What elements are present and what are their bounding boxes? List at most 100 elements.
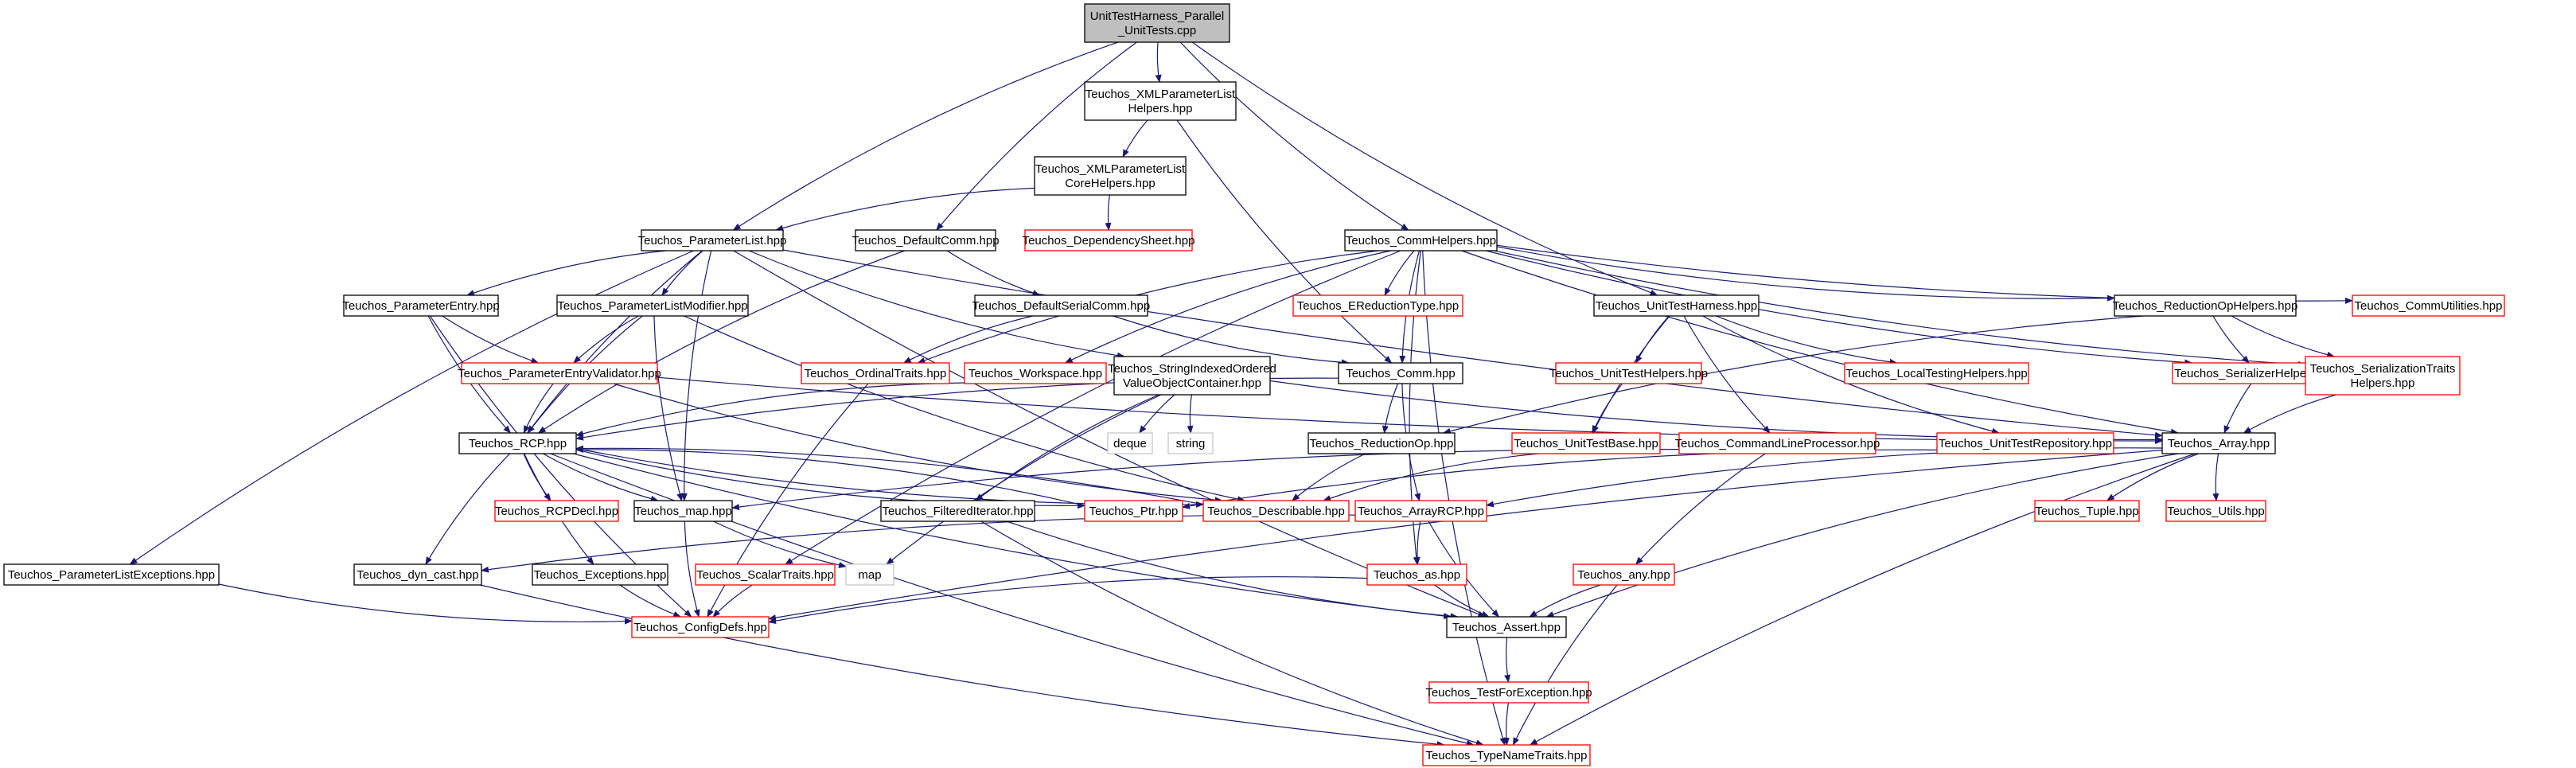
node-commhelpers[interactable]: Teuchos_CommHelpers.hpp [1344,229,1498,251]
node-box-mapstd [845,563,894,586]
node-box-xmlcore [1034,156,1187,196]
node-pev[interactable]: Teuchos_ParameterEntryValidator.hpp [458,362,661,384]
node-box-root [1084,3,1230,43]
node-as[interactable]: Teuchos_as.hpp [1366,563,1467,586]
node-reductionop[interactable]: Teuchos_ReductionOp.hpp [1307,432,1456,454]
node-label-comm-0: Teuchos_Comm.hpp [1346,367,1456,380]
edge-reductionophelpers-to-serializationtraits [2231,315,2336,358]
node-testforexception[interactable]: Teuchos_TestForException.hpp [1425,681,1592,704]
node-root[interactable]: UnitTestHarness_Parallel_UnitTests.cpp [1084,3,1230,43]
node-box-cmdline [1678,432,1876,454]
node-any[interactable]: Teuchos_any.hpp [1572,563,1675,586]
node-paramlist[interactable]: Teuchos_ParameterList.hpp [638,229,787,251]
edge-array-to-tuple [2106,453,2199,501]
node-configdefs[interactable]: Teuchos_ConfigDefs.hpp [631,616,770,638]
node-workspace[interactable]: Teuchos_Workspace.hpp [964,362,1107,384]
node-label-ordinaltraits-0: Teuchos_OrdinalTraits.hpp [805,367,947,380]
node-paramentry[interactable]: Teuchos_ParameterEntry.hpp [342,294,500,317]
node-label-serializationtraits-0: Teuchos_SerializationTraits [2310,362,2456,376]
node-label-cmdline-0: Teuchos_CommandLineProcessor.hpp [1675,437,1880,450]
node-plmodifier[interactable]: Teuchos_ParameterListModifier.hpp [556,294,749,317]
edge-paramlist-to-map [680,250,712,501]
node-depsheet[interactable]: Teuchos_DependencySheet.hpp [1023,229,1195,251]
node-box-tuple [2034,500,2140,522]
edge-reductionophelpers-to-serializerhelpers [2212,315,2250,364]
node-box-paramlist [641,229,784,251]
node-string[interactable]: string [1167,432,1214,454]
node-unittestrepo[interactable]: Teuchos_UnitTestRepository.hpp [1936,432,2114,454]
node-localtesting[interactable]: Teuchos_LocalTestingHelpers.hpp [1844,362,2029,384]
node-box-testforexception [1428,681,1589,704]
node-label-dyncast-0: Teuchos_dyn_cast.hpp [357,568,478,582]
node-defaultcomm[interactable]: Teuchos_DefaultComm.hpp [852,229,1000,251]
edge-rcp-to-map [543,453,659,502]
node-label-describable-0: Teuchos_Describable.hpp [1207,505,1345,518]
node-box-assert [1446,616,1567,638]
node-label-stringindexed-0: Teuchos_StringIndexedOrdered [1108,362,1276,376]
node-stringindexed[interactable]: Teuchos_StringIndexedOrderedValueObjectC… [1108,356,1276,396]
node-unittestharness[interactable]: Teuchos_UnitTestHarness.hpp [1593,294,1760,317]
node-cmdline[interactable]: Teuchos_CommandLineProcessor.hpp [1675,432,1880,454]
edge-stringindexed-to-deque [1139,394,1175,434]
node-array[interactable]: Teuchos_Array.hpp [2161,432,2276,454]
edge-root-to-commhelpers [1179,41,1409,231]
node-dyncast[interactable]: Teuchos_dyn_cast.hpp [353,563,482,586]
node-label-xmlcore-0: Teuchos_XMLParameterList [1035,162,1186,176]
node-typenametraits[interactable]: Teuchos_TypeNameTraits.hpp [1422,744,1591,766]
node-assert[interactable]: Teuchos_Assert.hpp [1446,616,1567,638]
edge-unittestrepo-to-ptr [1182,449,1938,509]
node-box-serializationtraits [2305,356,2461,396]
edge-paramlist-to-plexceptions [129,250,694,565]
node-label-reductionophelpers-0: Teuchos_ReductionOpHelpers.hpp [2113,299,2298,313]
node-ptr[interactable]: Teuchos_Ptr.hpp [1084,500,1183,522]
node-label-pev-0: Teuchos_ParameterEntryValidator.hpp [458,367,661,380]
node-label-root-1: _UnitTests.cpp [1117,24,1196,37]
nodes-layer: UnitTestHarness_Parallel_UnitTests.cppTe… [3,3,2505,766]
node-tuple[interactable]: Teuchos_Tuple.hpp [2034,500,2140,522]
node-arrayrcp[interactable]: Teuchos_ArrayRCP.hpp [1354,500,1487,522]
node-mapstd[interactable]: map [845,563,894,586]
node-ereduction[interactable]: Teuchos_EReductionType.hpp [1292,294,1463,317]
node-box-filtered [880,500,1035,522]
edge-stringindexed-to-mapstd [886,394,1162,565]
node-describable[interactable]: Teuchos_Describable.hpp [1202,500,1350,522]
node-rcpdecl[interactable]: Teuchos_RCPDecl.hpp [494,500,619,522]
edge-map-to-configdefs [684,520,700,618]
node-rcp[interactable]: Teuchos_RCP.hpp [458,432,577,454]
edge-testforexception-to-typenametraits [1502,702,1510,746]
edge-commhelpers-to-serializerhelpers [1486,250,2193,366]
node-label-paramentry-0: Teuchos_ParameterEntry.hpp [342,299,499,313]
node-box-array [2161,432,2276,454]
node-defaultserialcomm[interactable]: Teuchos_DefaultSerialComm.hpp [972,294,1150,317]
node-label-ereduction-0: Teuchos_EReductionType.hpp [1297,299,1459,313]
node-unittesthelpers[interactable]: Teuchos_UnitTestHelpers.hpp [1549,362,1708,384]
edge-rcp-to-dyncast [425,453,511,565]
node-box-unittesthelpers [1555,362,1702,384]
node-map[interactable]: Teuchos_map.hpp [633,500,733,522]
node-ordinaltraits[interactable]: Teuchos_OrdinalTraits.hpp [801,362,950,384]
node-label-commhelpers-0: Teuchos_CommHelpers.hpp [1346,234,1496,248]
node-plexceptions[interactable]: Teuchos_ParameterListExceptions.hpp [3,563,220,586]
node-box-arrayrcp [1354,500,1487,522]
node-comm[interactable]: Teuchos_Comm.hpp [1338,362,1463,384]
node-filtered[interactable]: Teuchos_FilteredIterator.hpp [880,500,1035,522]
node-utils[interactable]: Teuchos_Utils.hpp [2165,500,2266,522]
node-label-unittestbase-0: Teuchos_UnitTestBase.hpp [1514,437,1658,450]
node-deque[interactable]: deque [1107,432,1153,454]
edge-commhelpers-to-as [1409,250,1421,565]
node-exceptions[interactable]: Teuchos_Exceptions.hpp [532,563,668,586]
node-reductionophelpers[interactable]: Teuchos_ReductionOpHelpers.hpp [2113,294,2298,317]
edge-pev-to-rcp [523,383,554,434]
edge-commhelpers-to-reductionophelpers [1496,246,2115,302]
node-label-xmlcore-1: CoreHelpers.hpp [1065,177,1155,190]
node-commutilities[interactable]: Teuchos_CommUtilities.hpp [2352,294,2505,317]
edge-plmodifier-to-pev [573,315,639,364]
node-label-plexceptions-0: Teuchos_ParameterListExceptions.hpp [8,568,215,582]
node-unittestbase[interactable]: Teuchos_UnitTestBase.hpp [1511,432,1661,454]
edge-commhelpers-to-scalartraits [785,250,1401,565]
edge-commhelpers-to-serializationtraits [1494,250,2306,368]
node-scalartraits[interactable]: Teuchos_ScalarTraits.hpp [695,563,836,586]
